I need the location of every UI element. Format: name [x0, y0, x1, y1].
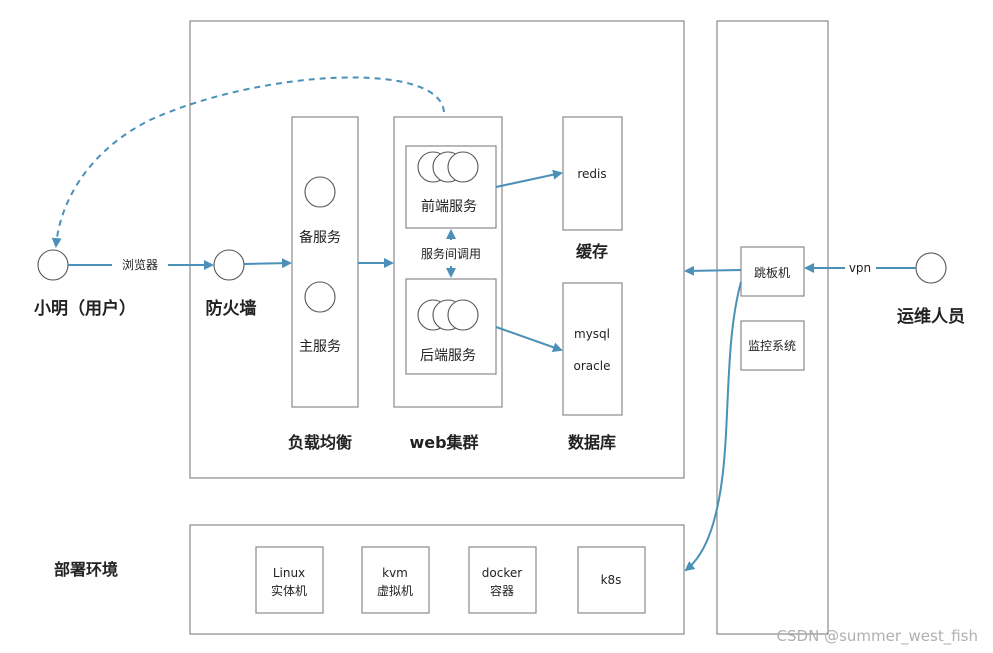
load-balance-label: 负载均衡 — [288, 433, 352, 452]
linux-label-line2: 实体机 — [271, 583, 307, 598]
redis-box — [562, 116, 623, 231]
jump-to-deploy-arrow — [684, 281, 742, 572]
kvm-box — [361, 546, 430, 614]
backup-service-label: 备服务 — [299, 229, 341, 246]
response-dashed-arrow — [51, 76, 445, 248]
k8s-box — [577, 546, 646, 614]
main-system-frame — [189, 20, 685, 479]
firewall-node — [213, 249, 245, 281]
inter-service-call-label: 服务间调用 — [421, 246, 481, 261]
ops-frame — [716, 20, 829, 635]
web-cluster-box — [393, 116, 503, 408]
kvm-label-line2: 虚拟机 — [377, 584, 413, 598]
frontend-service-label: 前端服务 — [421, 198, 477, 215]
deploy-env-label: 部署环境 — [54, 560, 118, 579]
vpn-label: vpn — [849, 261, 871, 275]
jump-to-system-arrow — [684, 265, 742, 276]
linux-label-line1: Linux — [273, 566, 305, 580]
web-cluster-label: web集群 — [409, 433, 478, 452]
user-node — [37, 249, 69, 281]
backup-service-node — [304, 176, 336, 208]
database-label: 数据库 — [568, 433, 616, 452]
firewall-label: 防火墙 — [206, 298, 257, 319]
docker-label-line1: docker — [482, 566, 522, 580]
backend-node-3 — [447, 299, 479, 331]
redis-label: redis — [577, 167, 606, 181]
frontend-to-redis-arrow — [495, 169, 563, 188]
ops-staff-node — [915, 252, 947, 284]
k8s-label: k8s — [601, 573, 622, 587]
cache-label: 缓存 — [575, 242, 608, 261]
load-balance-box — [291, 116, 359, 408]
firewall-to-lb-arrow — [243, 258, 292, 269]
browser-label: 浏览器 — [122, 257, 158, 272]
backend-service-box — [405, 278, 497, 375]
main-service-node — [304, 281, 336, 313]
user-label: 小明（用户） — [34, 298, 136, 319]
monitoring-box — [740, 320, 805, 371]
kvm-label-line1: kvm — [382, 566, 408, 580]
backend-service-label: 后端服务 — [420, 348, 476, 364]
database-box — [562, 282, 623, 416]
watermark-text: CSDN @summer_west_fish — [777, 627, 978, 646]
linux-box — [255, 546, 324, 614]
mysql-label: mysql — [574, 327, 610, 341]
backend-to-db-arrow — [495, 326, 563, 353]
jump-host-label: 跳板机 — [754, 266, 790, 280]
oracle-label: oracle — [574, 359, 611, 373]
docker-box — [468, 546, 537, 614]
deploy-env-frame — [189, 524, 685, 635]
monitoring-label: 监控系统 — [748, 339, 796, 353]
frontend-node-3 — [447, 151, 479, 183]
main-service-label: 主服务 — [299, 339, 341, 355]
docker-label-line2: 容器 — [490, 583, 514, 598]
ops-staff-label: 运维人员 — [897, 306, 965, 327]
